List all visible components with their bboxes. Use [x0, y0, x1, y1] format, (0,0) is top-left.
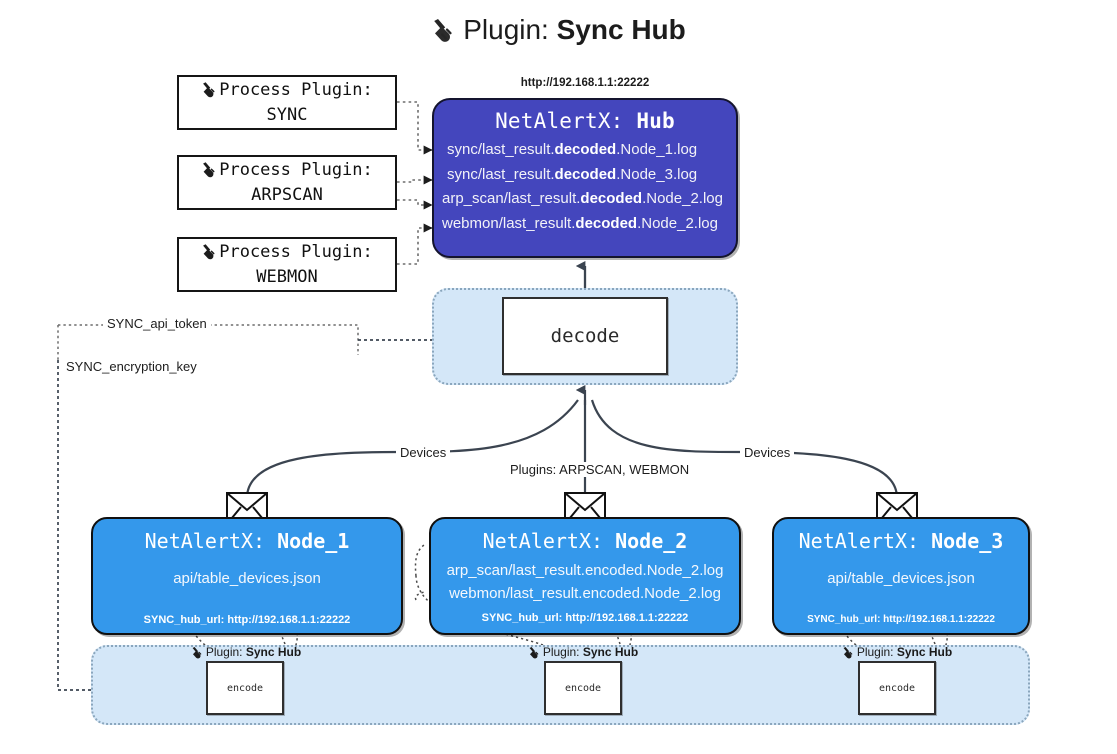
- node-hub-url: SYNC_hub_url: http://192.168.1.1:22222: [807, 614, 995, 626]
- edge-label-plugins-center: Plugins: ARPSCAN, WEBMON: [506, 462, 694, 477]
- plug-icon: [191, 646, 204, 662]
- node-title-prefix: NetAlertX:: [798, 529, 932, 553]
- node-resource-line: api/table_devices.json: [173, 570, 321, 587]
- log-pre: sync/last_result.: [447, 141, 555, 158]
- plug-icon: [528, 646, 541, 662]
- page-title: Plugin: Sync Hub: [0, 14, 1117, 50]
- plug-icon: [431, 17, 457, 50]
- process-plugin-box-webmon[interactable]: Process Plugin: WEBMON: [177, 237, 397, 292]
- node-box-node-3[interactable]: NetAlertX: Node_3 api/table_devices.json…: [772, 517, 1030, 635]
- log-pre: webmon/last_result.: [442, 214, 576, 232]
- process-plugin-box-arpscan[interactable]: Process Plugin: ARPSCAN: [177, 155, 397, 210]
- edge-label-devices-right: Devices: [740, 445, 795, 460]
- log-mid: decoded: [580, 190, 643, 208]
- log-post: .Node_2.log: [637, 214, 718, 232]
- log-mid: decoded: [554, 141, 617, 158]
- node-title-name: Node_3: [931, 529, 1004, 553]
- encode-caption-name: Sync Hub: [245, 645, 302, 659]
- node-resource-line: webmon/last_result.encoded.Node_2.log: [449, 585, 721, 603]
- node-hub-url: SYNC_hub_url: http://192.168.1.1:22222: [481, 611, 689, 624]
- encode-caption-node-1: Plugin: Sync Hub: [176, 645, 316, 662]
- decode-box[interactable]: decode: [502, 297, 668, 375]
- log-mid: decoded: [554, 165, 617, 183]
- node-box-node-2[interactable]: NetAlertX: Node_2 arp_scan/last_result.e…: [429, 517, 741, 635]
- process-plugin-name: SYNC: [266, 105, 308, 125]
- hub-log-line: sync/last_result.decoded.Node_1.log: [434, 138, 736, 163]
- encode-caption-node-2: Plugin: Sync Hub: [513, 645, 653, 662]
- plug-icon: [201, 81, 218, 104]
- plug-icon: [201, 243, 218, 266]
- encode-box-node-3[interactable]: encode: [858, 661, 936, 715]
- node-title-name: Node_2: [615, 529, 688, 553]
- process-plugin-label: Process Plugin:: [219, 159, 373, 180]
- hub-title-name: Hub: [636, 109, 675, 133]
- process-plugin-label: Process Plugin:: [219, 79, 373, 100]
- encode-caption-prefix: Plugin:: [205, 645, 246, 659]
- log-mid: decoded: [575, 214, 638, 232]
- process-plugin-name: WEBMON: [256, 267, 318, 287]
- hub-url-label: http://192.168.1.1:22222: [520, 77, 650, 89]
- encode-caption-node-3: Plugin: Sync Hub: [827, 645, 967, 662]
- log-pre: sync/last_result.: [447, 165, 555, 183]
- encode-caption-prefix: Plugin:: [542, 645, 583, 659]
- node-resource-line: api/table_devices.json: [827, 570, 975, 587]
- log-pre: arp_scan/last_result.: [442, 190, 581, 208]
- page-title-prefix: Plugin:: [463, 14, 557, 45]
- encode-box-node-2[interactable]: encode: [544, 661, 622, 715]
- encode-caption-prefix: Plugin:: [856, 645, 897, 659]
- secret-label-api-token: SYNC_api_token: [103, 316, 211, 331]
- node-hub-url: SYNC_hub_url: http://192.168.1.1:22222: [143, 614, 351, 627]
- node-title-prefix: NetAlertX:: [482, 529, 616, 553]
- process-plugin-label: Process Plugin:: [219, 241, 373, 262]
- encode-caption-name: Sync Hub: [896, 645, 953, 659]
- log-post: .Node_1.log: [616, 141, 698, 158]
- secret-label-encryption-key: SYNC_encryption_key: [62, 359, 201, 374]
- page-title-name: Sync Hub: [556, 14, 686, 45]
- node-title-prefix: NetAlertX:: [144, 529, 278, 553]
- edge-label-devices-left: Devices: [396, 445, 451, 460]
- plug-icon: [201, 161, 218, 184]
- encode-box-node-1[interactable]: encode: [206, 661, 284, 715]
- hub-log-line: sync/last_result.decoded.Node_3.log: [434, 163, 736, 188]
- hub-title-prefix: NetAlertX:: [495, 109, 637, 133]
- hub-log-line: webmon/last_result.decoded.Node_2.log: [434, 212, 736, 237]
- process-plugin-name: ARPSCAN: [251, 185, 323, 205]
- process-plugin-box-sync[interactable]: Process Plugin: SYNC: [177, 75, 397, 130]
- node-resource-line: arp_scan/last_result.encoded.Node_2.log: [446, 562, 724, 579]
- node-box-node-1[interactable]: NetAlertX: Node_1 api/table_devices.json…: [91, 517, 403, 635]
- node-title-name: Node_1: [277, 529, 350, 553]
- encode-caption-name: Sync Hub: [582, 645, 639, 659]
- hub-box[interactable]: NetAlertX: Hub sync/last_result.decoded.…: [432, 98, 738, 258]
- plug-icon: [842, 646, 855, 662]
- log-post: .Node_3.log: [616, 165, 698, 183]
- log-post: .Node_2.log: [642, 190, 723, 208]
- hub-log-line: arp_scan/last_result.decoded.Node_2.log: [434, 187, 736, 212]
